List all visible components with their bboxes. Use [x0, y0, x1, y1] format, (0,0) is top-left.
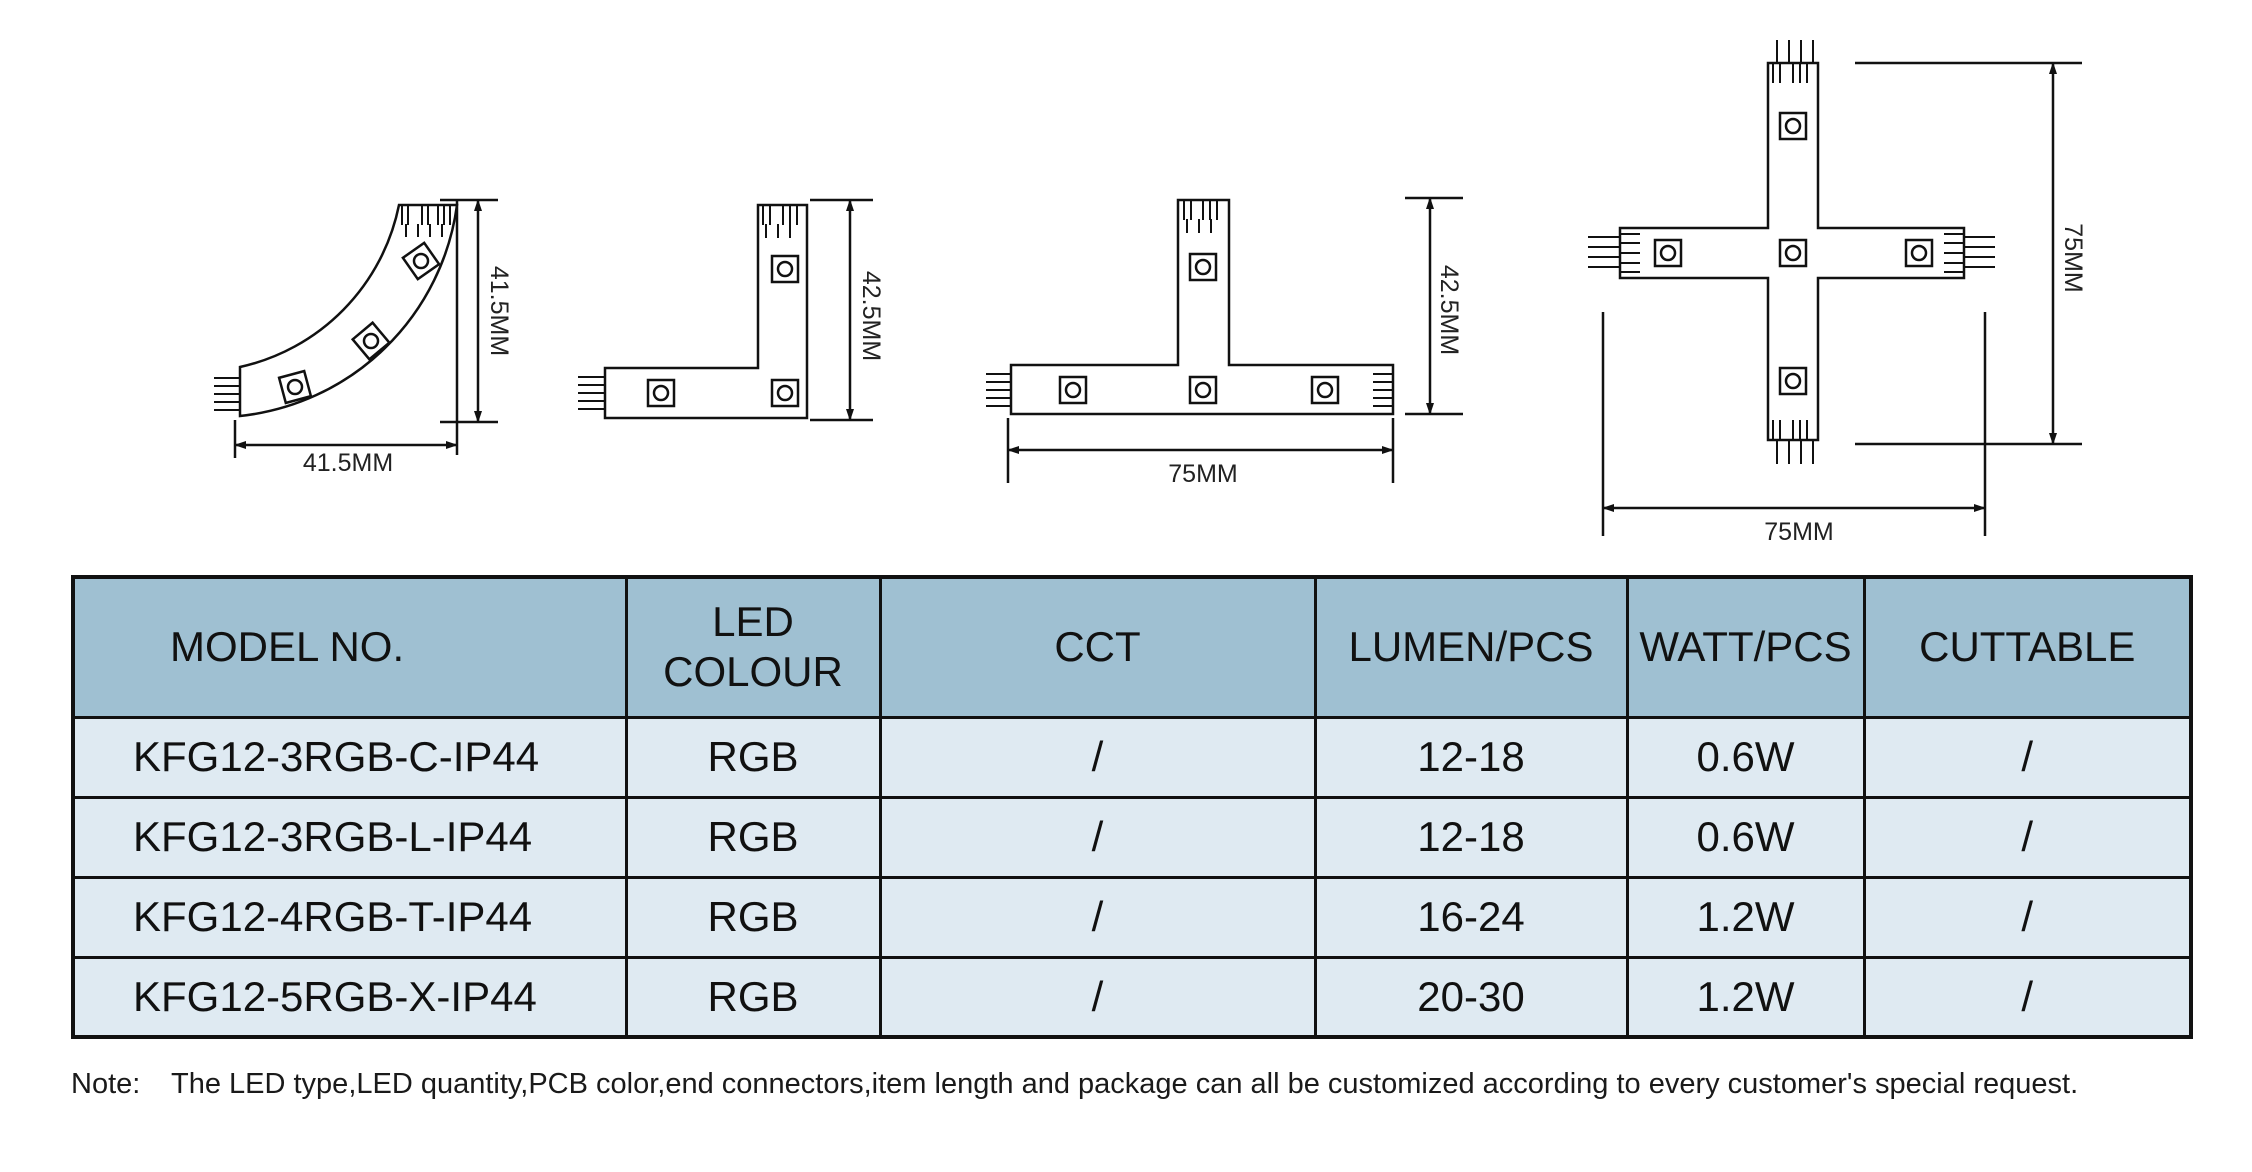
cell-lumen: 12-18: [1313, 795, 1629, 879]
curve-connector-drawing: [214, 198, 498, 458]
note-text: The LED type,LED quantity,PCB color,end …: [171, 1068, 2079, 1100]
header-cuttable: CUTTABLE: [1862, 575, 2193, 719]
header-model-no: MODEL NO.: [71, 575, 628, 719]
led-chip-icon: [1653, 238, 1683, 268]
cell-led-colour: RGB: [624, 955, 882, 1039]
led-chip-icon: [1904, 238, 1934, 268]
cell-cuttable: /: [1862, 955, 2193, 1039]
cell-cct: /: [878, 875, 1317, 959]
cell-cct: /: [878, 795, 1317, 879]
footnote: Note: The LED type,LED quantity,PCB color…: [71, 1068, 2211, 1101]
led-chip-icon: [277, 369, 313, 405]
led-chip-icon: [1310, 375, 1340, 405]
header-cct: CCT: [878, 575, 1317, 719]
led-chip-icon: [1188, 252, 1218, 282]
led-chip-icon: [770, 254, 800, 284]
cell-cuttable: /: [1862, 715, 2193, 799]
l-connector-drawing: [578, 198, 873, 422]
x-connector-drawing: [1588, 40, 2082, 536]
cell-led-colour: RGB: [624, 795, 882, 879]
header-led-colour: LED COLOUR: [624, 575, 882, 719]
led-chip-icon: [1778, 238, 1808, 268]
t-connector-drawing: [986, 196, 1463, 483]
cell-led-colour: RGB: [624, 875, 882, 959]
led-chip-icon: [770, 378, 800, 408]
table-row: KFG12-5RGB-X-IP44 RGB / 20-30 1.2W /: [71, 955, 2193, 1039]
led-chip-icon: [1058, 375, 1088, 405]
curve-height-label: 41.5MM: [485, 266, 513, 356]
curve-width-label: 41.5MM: [303, 449, 393, 477]
x-height-label: 75MM: [2059, 223, 2087, 292]
cell-model: KFG12-3RGB-L-IP44: [71, 795, 628, 879]
cell-model: KFG12-4RGB-T-IP44: [71, 875, 628, 959]
table-header-row: MODEL NO. LED COLOUR CCT LUMEN/PCS WATT/…: [71, 575, 2193, 719]
header-led-colour-line2: COLOUR: [663, 648, 843, 696]
cell-watt: 1.2W: [1625, 875, 1866, 959]
cell-model: KFG12-3RGB-C-IP44: [71, 715, 628, 799]
led-chip-icon: [1188, 375, 1218, 405]
cell-lumen: 20-30: [1313, 955, 1629, 1039]
cell-cuttable: /: [1862, 875, 2193, 959]
header-lumen: LUMEN/PCS: [1313, 575, 1629, 719]
led-chip-icon: [401, 241, 441, 281]
table-row: KFG12-4RGB-T-IP44 RGB / 16-24 1.2W /: [71, 875, 2193, 959]
cell-cuttable: /: [1862, 795, 2193, 879]
cell-watt: 0.6W: [1625, 795, 1866, 879]
t-height-label: 42.5MM: [1435, 265, 1463, 355]
cell-model: KFG12-5RGB-X-IP44: [71, 955, 628, 1039]
cell-led-colour: RGB: [624, 715, 882, 799]
cell-watt: 1.2W: [1625, 955, 1866, 1039]
t-width-label: 75MM: [1168, 460, 1237, 488]
cell-cct: /: [878, 955, 1317, 1039]
led-chip-icon: [1778, 111, 1808, 141]
led-chip-icon: [646, 378, 676, 408]
note-label: Note:: [71, 1068, 141, 1100]
cell-watt: 0.6W: [1625, 715, 1866, 799]
cell-cct: /: [878, 715, 1317, 799]
table-row: KFG12-3RGB-L-IP44 RGB / 12-18 0.6W /: [71, 795, 2193, 879]
spec-table: MODEL NO. LED COLOUR CCT LUMEN/PCS WATT/…: [71, 575, 2193, 1039]
cell-lumen: 12-18: [1313, 715, 1629, 799]
header-watt: WATT/PCS: [1625, 575, 1866, 719]
led-chip-icon: [1778, 366, 1808, 396]
cell-lumen: 16-24: [1313, 875, 1629, 959]
header-led-colour-line1: LED: [712, 597, 794, 645]
x-width-label: 75MM: [1764, 518, 1833, 546]
l-height-label: 42.5MM: [857, 271, 885, 361]
led-chip-icon: [350, 320, 392, 362]
table-row: KFG12-3RGB-C-IP44 RGB / 12-18 0.6W /: [71, 715, 2193, 799]
connector-drawings: 41.5MM 41.5MM 42.5MM: [214, 40, 2087, 546]
